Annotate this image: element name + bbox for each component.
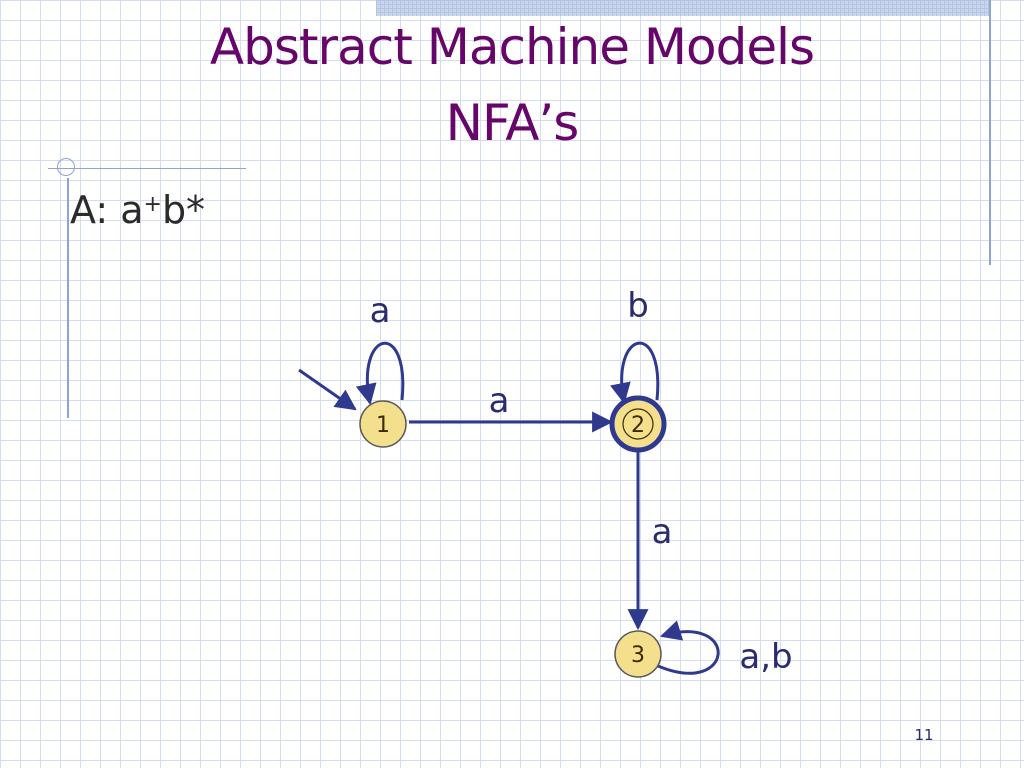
edge-2-to-2 — [610, 341, 660, 405]
decorative-left-line — [67, 178, 69, 418]
state-2-label: 2 — [631, 413, 645, 438]
page-number: 11 — [914, 726, 934, 744]
edge-label-3-to-3: a,b — [739, 637, 792, 677]
state-1-label: 1 — [376, 413, 390, 438]
regex-plus-superscript: + — [143, 192, 162, 217]
state-3-circle — [614, 630, 662, 678]
decorative-top-band — [376, 0, 990, 16]
state-1: 1 — [359, 400, 407, 448]
edge-label-2-to-3: a — [652, 512, 673, 552]
state-2-outer-ring — [609, 395, 667, 453]
state-3-label: 3 — [631, 643, 645, 668]
edge-label-1-to-2: a — [489, 381, 510, 421]
slide-subtitle: NFA’s — [445, 94, 580, 152]
edge-label-1-to-1: a — [370, 291, 391, 331]
edge-label-2-to-2: b — [627, 286, 649, 326]
state-2-accepting: 2 — [609, 395, 667, 453]
edge-1-to-1 — [355, 341, 405, 406]
regex-bullet: A: a+b* — [70, 188, 205, 232]
state-2-inner-ring — [622, 408, 654, 440]
slide-title: Abstract Machine Models — [209, 18, 815, 76]
decorative-circle — [57, 158, 75, 176]
decorative-horizontal-line — [48, 168, 246, 169]
decorative-right-line — [989, 0, 991, 265]
state-3: 3 — [614, 630, 662, 678]
regex-suffix: b* — [161, 188, 206, 232]
edge-3-to-3 — [657, 620, 720, 675]
regex-prefix: A: a — [70, 188, 144, 232]
start-arrow — [298, 368, 357, 411]
state-1-circle — [359, 400, 407, 448]
